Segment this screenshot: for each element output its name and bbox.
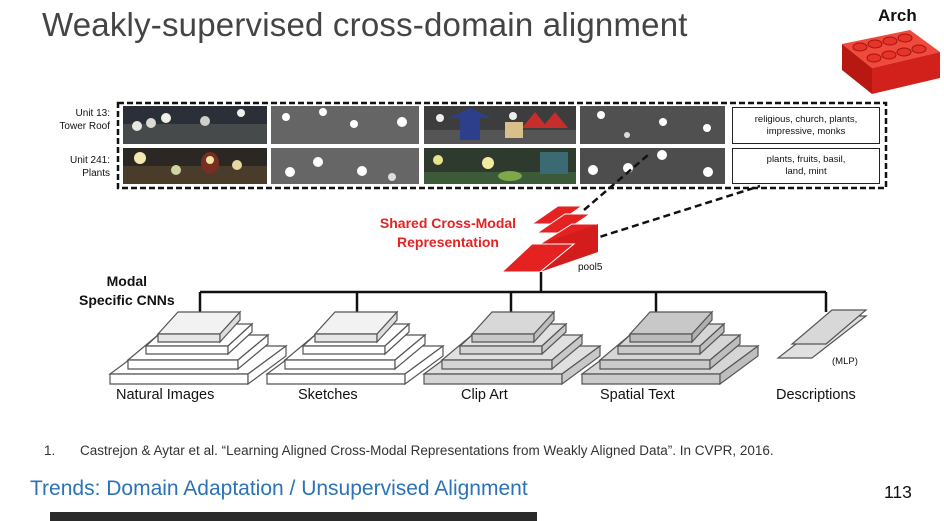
unit-13-spatial-text-thumb — [580, 106, 725, 144]
clip-art-cnn-icon — [422, 310, 602, 386]
unit-241-natural-images-thumb — [123, 148, 267, 184]
reference-number: 1. — [44, 443, 56, 458]
unit-13-natural-images-thumb — [123, 106, 267, 144]
modality-label-sketches: Sketches — [298, 387, 358, 403]
unit-13-description-box: religious, church, plants, impressive, m… — [732, 107, 880, 144]
lego-brick-icon — [842, 30, 940, 94]
natural-images-cnn-icon — [108, 310, 288, 386]
unit-13-label: Unit 13: Tower Roof — [59, 108, 110, 132]
unit-visualization-frame — [116, 101, 888, 190]
page-number: 113 — [884, 482, 912, 502]
modality-label-descriptions: Descriptions — [776, 387, 856, 403]
unit-241-clip-art-thumb — [424, 148, 576, 184]
modality-label-spatial-text: Spatial Text — [600, 387, 675, 403]
modality-label-clip-art: Clip Art — [461, 387, 508, 403]
unit-241-description-box: plants, fruits, basil, land, mint — [732, 148, 880, 184]
mlp-label: (MLP) — [832, 356, 858, 367]
shared-representation-stack — [500, 205, 600, 273]
unit-241-sketches-thumb — [271, 148, 419, 184]
modal-specific-cnns-label: Modal Specific CNNs — [79, 273, 175, 308]
modality-label-natural-images: Natural Images — [116, 387, 215, 403]
bottom-bar — [50, 512, 537, 521]
reference-citation: Castrejon & Aytar et al. “Learning Align… — [80, 443, 774, 458]
unit-241-label: Unit 241: Plants — [69, 155, 110, 179]
slide-title: Weakly-supervised cross-domain alignment — [42, 6, 688, 43]
pool5-label: pool5 — [578, 262, 603, 273]
spatial-text-cnn-icon — [580, 310, 760, 386]
unit-13-sketches-thumb — [271, 106, 419, 144]
footer-heading: Trends: Domain Adaptation / Unsupervised… — [30, 477, 528, 500]
sketches-cnn-icon — [265, 310, 445, 386]
unit-241-spatial-text-thumb — [580, 148, 725, 184]
shared-representation-label: Shared Cross-Modal Representation — [379, 215, 517, 250]
unit-13-clip-art-thumb — [424, 106, 576, 144]
descriptions-mlp-icon — [776, 309, 868, 359]
arch-label: Arch — [878, 6, 917, 25]
